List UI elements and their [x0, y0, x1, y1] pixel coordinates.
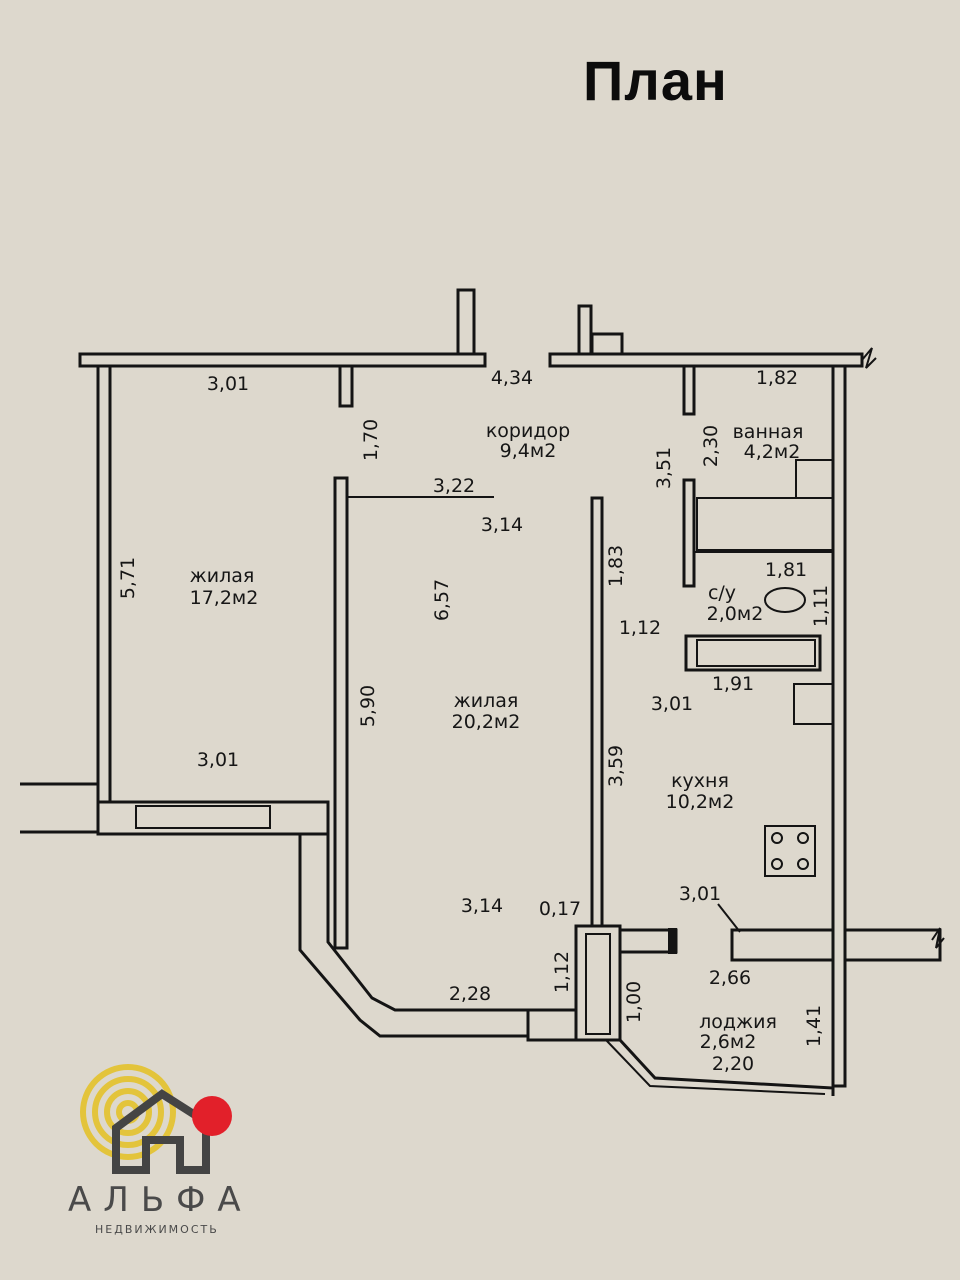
- walls: [20, 288, 945, 1096]
- dim-label: 5,90: [357, 685, 379, 727]
- room-area-loggia: 2,6м2: [700, 1031, 757, 1053]
- dim-label: 1,83: [605, 545, 627, 587]
- room-name-wc: с/у: [708, 582, 736, 604]
- room-area-living1: 17,2м2: [190, 587, 259, 609]
- dim-label: 3,01: [207, 373, 249, 395]
- dim-label: 1,82: [756, 367, 798, 389]
- dim-label: 3,22: [433, 475, 475, 497]
- dim-label: 3,14: [461, 895, 503, 917]
- dim-label: 3,59: [605, 745, 627, 787]
- dim-label: 3,01: [679, 883, 721, 905]
- room-area-living2: 20,2м2: [452, 711, 521, 733]
- dim-label: 4,34: [491, 367, 533, 389]
- dimension-labels: 3,01 4,34 1,82 1,70 2,30 3,51 3,22 3,14 …: [117, 367, 832, 1075]
- dim-label: 3,01: [651, 693, 693, 715]
- plan-title: План: [583, 49, 728, 112]
- dim-label: 1,41: [803, 1005, 825, 1047]
- room-name-living1: жилая: [190, 565, 255, 587]
- dim-label: 1,91: [712, 673, 754, 695]
- dim-label: 2,66: [709, 967, 751, 989]
- dim-label: 3,51: [653, 447, 675, 489]
- dim-label: 1,12: [551, 951, 573, 993]
- dim-label: 3,01: [197, 749, 239, 771]
- dim-label: 1,11: [810, 585, 832, 627]
- dim-label: 5,71: [117, 557, 139, 599]
- dim-label: 2,20: [712, 1053, 754, 1075]
- dim-label: 2,28: [449, 983, 491, 1005]
- room-area-bath: 4,2м2: [744, 441, 801, 463]
- room-name-loggia: лоджия: [699, 1011, 777, 1033]
- logo-name: АЛЬФА: [68, 1180, 253, 1220]
- dim-label: 6,57: [431, 579, 453, 621]
- room-name-bath: ванная: [733, 421, 804, 443]
- room-name-living2: жилая: [454, 690, 519, 712]
- room-area-corridor: 9,4м2: [500, 440, 557, 462]
- dim-label: 1,81: [765, 559, 807, 581]
- room-labels: коридор 9,4м2 ванная 4,2м2 жилая 17,2м2 …: [190, 420, 804, 1053]
- dim-label: 3,14: [481, 514, 523, 536]
- logo-subtitle: НЕДВИЖИМОСТЬ: [95, 1223, 219, 1236]
- dim-label: 1,12: [619, 617, 661, 639]
- room-area-wc: 2,0м2: [707, 603, 764, 625]
- dim-label: 1,70: [360, 419, 382, 461]
- alfa-logo-icon: [80, 1064, 232, 1174]
- room-name-kitchen: кухня: [671, 770, 729, 792]
- dim-label: 0,17: [539, 898, 581, 920]
- dim-label: 2,30: [700, 425, 722, 467]
- room-area-kitchen: 10,2м2: [666, 791, 735, 813]
- dim-label: 1,00: [623, 981, 645, 1023]
- room-name-corridor: коридор: [486, 420, 570, 442]
